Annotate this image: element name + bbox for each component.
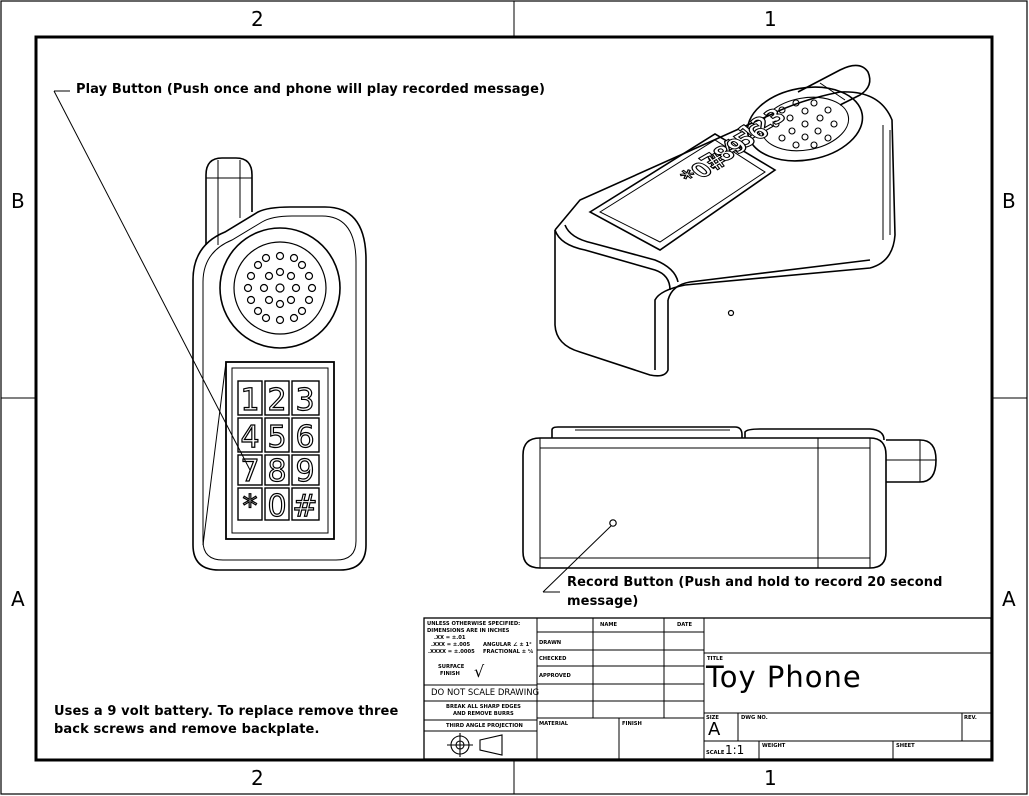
scale-value: 1:1 — [725, 743, 745, 757]
third-angle-projection-symbol — [447, 733, 503, 757]
col-date: DATE — [677, 622, 692, 628]
zone-right-b: B — [1002, 189, 1016, 213]
sheet-size: A — [708, 719, 721, 740]
speaker-holes-iso — [772, 99, 838, 149]
keypad-key-1-0: 4 — [240, 420, 259, 455]
dwg-no-label: DWG NO. — [741, 715, 768, 721]
record-button-note-line1: Record Button (Push and hold to record 2… — [567, 575, 943, 590]
break-edges-line1: BREAK ALL SHARP EDGES — [446, 704, 521, 710]
zone-right-a: A — [1002, 587, 1016, 611]
row-drawn: DRAWN — [539, 640, 562, 646]
tolerance-line-3: .XX = ±.01 — [434, 635, 466, 641]
keypad-key-3-2: # — [292, 489, 317, 524]
zone-bottom-1: 1 — [764, 766, 777, 790]
keypad-front — [237, 380, 320, 521]
record-button-leader — [542, 525, 612, 593]
tolerance-angular: ANGULAR ∠ ± 1° — [483, 642, 532, 648]
col-name: NAME — [600, 622, 618, 628]
keypad-key-0-0: 1 — [240, 383, 259, 418]
keypad-key-2-0: 7 — [240, 454, 259, 489]
keypad-key-2-1: 8 — [267, 454, 286, 489]
zone-top-2: 2 — [251, 7, 264, 31]
drawing-title: Toy Phone — [706, 660, 862, 694]
zone-bottom-2: 2 — [251, 766, 264, 790]
title-label: TITLE — [707, 656, 723, 662]
battery-note-line2: back screws and remove backplate. — [54, 722, 320, 737]
tolerance-line-2: DIMENSIONS ARE IN INCHES — [427, 628, 510, 634]
keypad-key-1-2: 6 — [295, 420, 314, 455]
keypad-key-3-0: * — [243, 489, 258, 524]
scale-label: SCALE — [706, 750, 725, 756]
tolerance-line-4: .XXX = ±.005 — [431, 642, 471, 648]
tolerance-line-5: .XXXX = ±.0005 — [428, 649, 475, 655]
phone-front-view — [192, 157, 367, 571]
projection-label: THIRD ANGLE PROJECTION — [446, 723, 523, 729]
row-approved: APPROVED — [539, 673, 571, 679]
keypad-key-0-2: 3 — [295, 383, 314, 418]
zone-left-b: B — [11, 189, 25, 213]
zone-left-a: A — [11, 587, 25, 611]
keypad-key-0-1: 2 — [267, 383, 286, 418]
keypad-key-3-1: 0 — [267, 489, 286, 524]
weight-label: WEIGHT — [762, 743, 786, 749]
speaker-holes-front — [243, 251, 317, 325]
phone-side-view — [522, 426, 937, 569]
finish-label: FINISH — [622, 721, 642, 727]
play-button-leader — [53, 90, 251, 471]
title-block-grid — [423, 617, 992, 760]
surface-finish-symbol: √ — [474, 662, 485, 681]
keypad-key-2-2: 9 — [295, 454, 314, 489]
keypad-key-1-1: 5 — [267, 420, 286, 455]
battery-note-line1: Uses a 9 volt battery. To replace remove… — [54, 704, 399, 719]
tolerance-line-1: UNLESS OTHERWISE SPECIFIED: — [427, 621, 521, 627]
surface-finish-label-2: FINISH — [440, 671, 460, 677]
play-button-note: Play Button (Push once and phone will pl… — [76, 82, 546, 97]
break-edges-line2: AND REMOVE BURRS — [453, 711, 514, 717]
material-label: MATERIAL — [539, 721, 569, 727]
sheet-label: SHEET — [896, 743, 915, 749]
record-button-note-line2: message) — [567, 594, 639, 609]
phone-isometric-view — [554, 64, 896, 377]
size-label: SIZE — [706, 715, 719, 721]
surface-finish-label-1: SURFACE — [438, 664, 465, 670]
do-not-scale-note: DO NOT SCALE DRAWING — [431, 688, 540, 698]
rev-label: REV. — [964, 715, 977, 721]
row-checked: CHECKED — [539, 656, 567, 662]
zone-top-1: 1 — [764, 7, 777, 31]
tolerance-fractional: FRACTIONAL ± ¼ — [483, 649, 534, 655]
